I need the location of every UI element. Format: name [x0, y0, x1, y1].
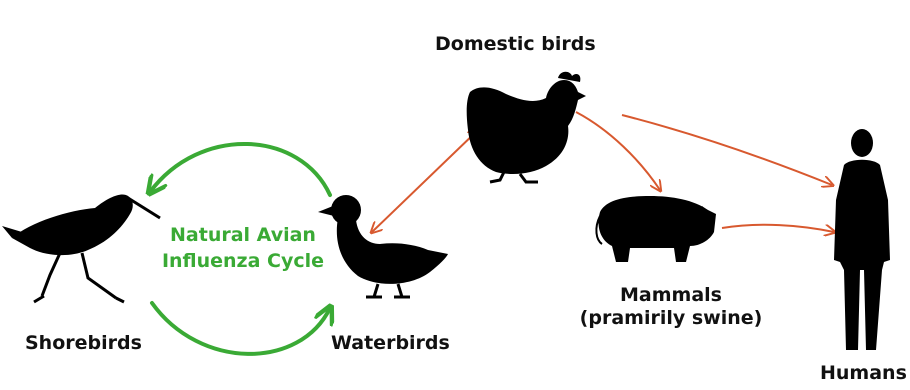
- label-waterbirds: Waterbirds: [331, 332, 450, 355]
- label-mammals-line1: Mammals: [556, 284, 786, 307]
- cycle-arrow-bottom: [152, 303, 330, 354]
- arrow-mammals-humans: [722, 225, 834, 232]
- label-shorebirds: Shorebirds: [25, 332, 142, 355]
- label-domestic-birds: Domestic birds: [435, 33, 596, 56]
- arrow-domestic-mammals: [576, 112, 660, 190]
- shorebird-icon: [2, 195, 160, 303]
- natural-avian-influenza-cycle-label: Natural Avian Influenza Cycle: [148, 223, 338, 274]
- label-mammals: Mammals (pramirily swine): [556, 284, 786, 330]
- pig-icon: [596, 196, 716, 262]
- cycle-label-line1: Natural Avian: [148, 223, 338, 249]
- label-humans: Humans: [820, 362, 907, 385]
- arrow-waterbirds-domestic: [372, 130, 478, 232]
- human-icon: [834, 129, 890, 350]
- arrow-domestic-humans: [622, 115, 832, 185]
- chicken-icon: [467, 72, 586, 182]
- cycle-label-line2: Influenza Cycle: [148, 249, 338, 275]
- cycle-arrow-top: [150, 144, 330, 195]
- label-mammals-line2: (pramirily swine): [556, 307, 786, 330]
